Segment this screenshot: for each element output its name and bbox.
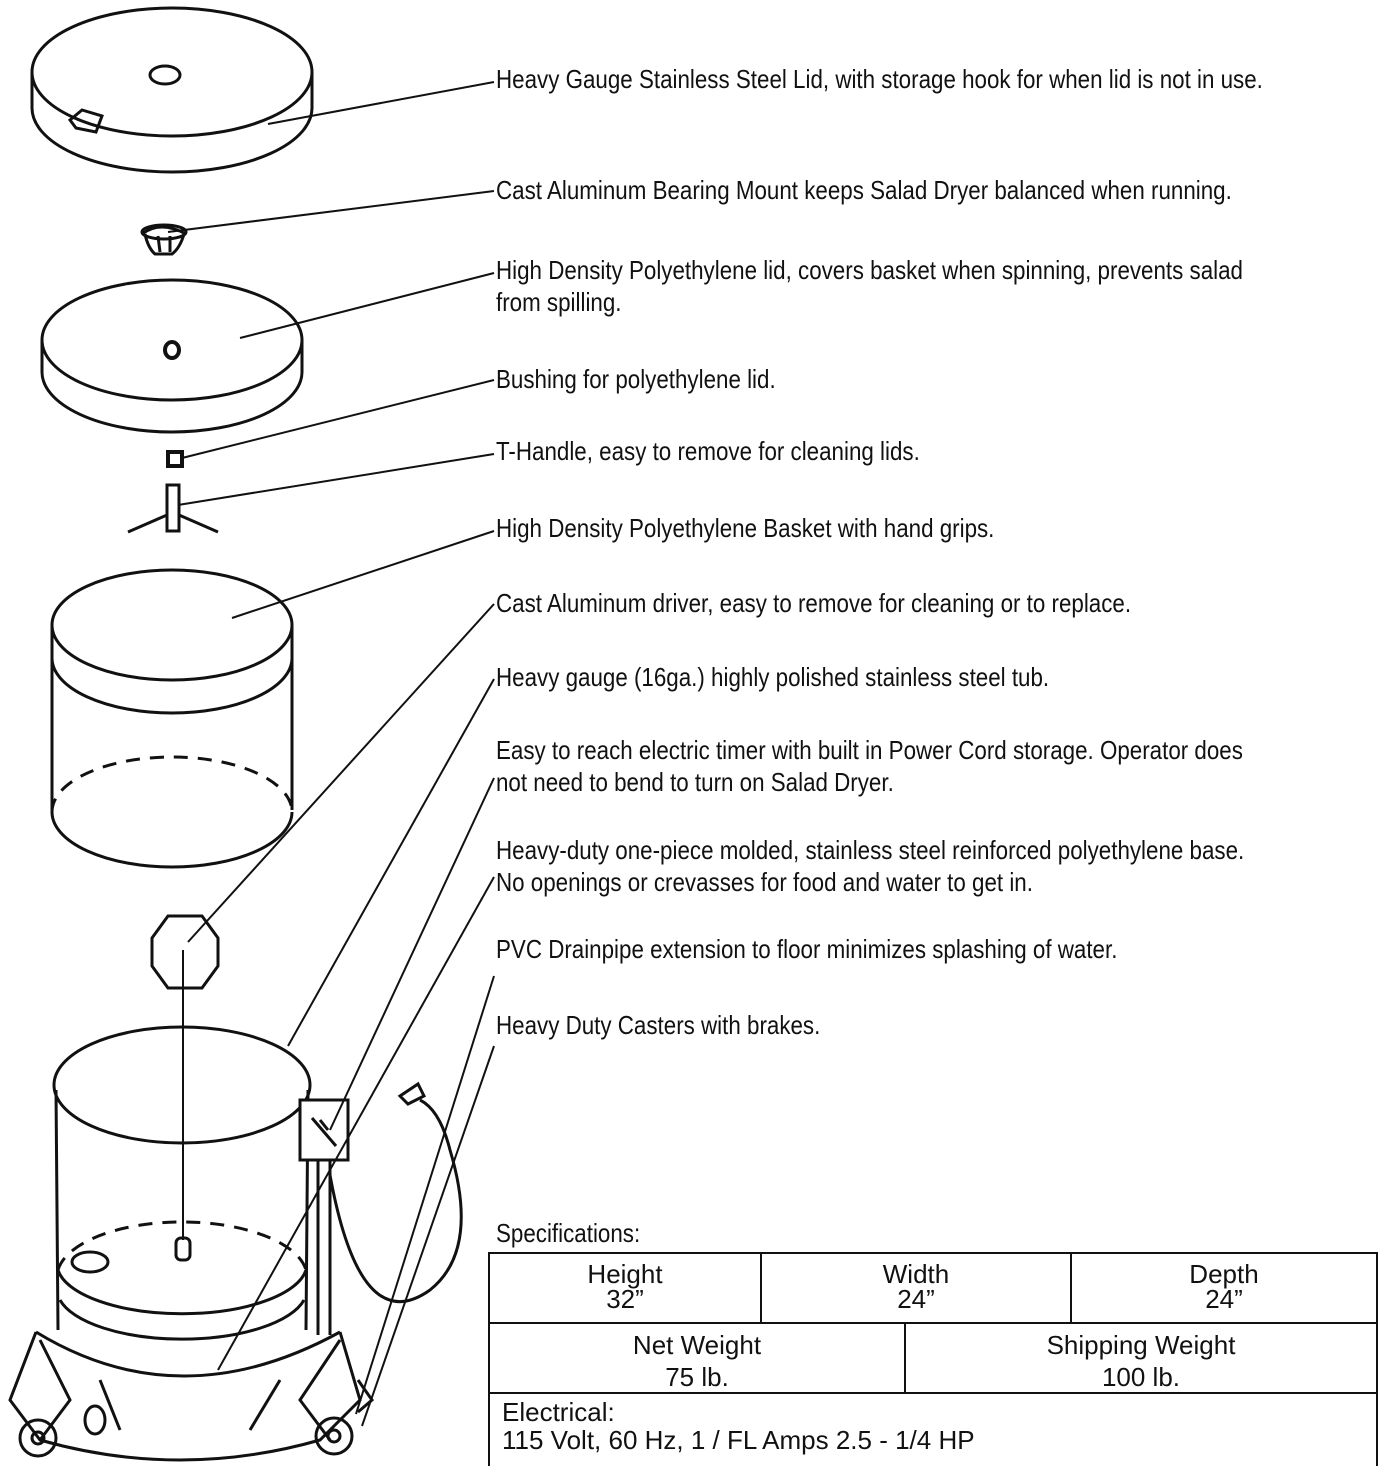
callout-tub: Heavy gauge (16ga.) highly polished stai… [496, 662, 1050, 692]
casters-part [18, 1379, 375, 1458]
bearing-mount-part [140, 223, 188, 256]
specifications-title: Specifications: [496, 1218, 641, 1248]
spec-shipping-weight-cell: Shipping Weight 100 lb. [904, 1324, 1376, 1392]
spec-net-weight-cell: Net Weight 75 lb. [490, 1324, 904, 1392]
spec-height-label: Height [587, 1259, 663, 1289]
driver-part [150, 914, 220, 990]
base-part [8, 1330, 362, 1462]
callout-driver: Cast Aluminum driver, easy to remove for… [496, 588, 1132, 618]
spec-dimensions-row: Height 32” Width 24” Depth 24” [490, 1254, 1376, 1324]
callout-base: Heavy-duty one-piece molded, stainless s… [496, 835, 1245, 897]
callout-basket: High Density Polyethylene Basket with ha… [496, 513, 995, 543]
callout-polyethylene-lid: High Density Polyethylene lid, covers ba… [496, 255, 1243, 317]
spec-height-value: 32” [606, 1284, 644, 1314]
stainless-lid-part [30, 6, 314, 174]
spec-depth-label: Depth [1189, 1259, 1259, 1289]
spec-electrical-label: Electrical: [502, 1397, 615, 1427]
spec-electrical-value: 115 Volt, 60 Hz, 1 / FL Amps 2.5 - 1/4 H… [502, 1425, 975, 1455]
spec-shipping-weight-label: Shipping Weight [1046, 1330, 1236, 1360]
spec-depth-cell: Depth 24” [1070, 1254, 1376, 1322]
spec-electrical-row: Electrical: 115 Volt, 60 Hz, 1 / FL Amps… [502, 1398, 975, 1454]
spec-width-label: Width [882, 1259, 950, 1289]
callout-t-handle: T-Handle, easy to remove for cleaning li… [496, 436, 920, 466]
spec-height-cell: Height 32” [490, 1254, 760, 1322]
callout-timer: Easy to reach electric timer with built … [496, 735, 1243, 797]
callout-casters: Heavy Duty Casters with brakes. [496, 1010, 821, 1040]
callout-drainpipe: PVC Drainpipe extension to floor minimiz… [496, 934, 1118, 964]
specifications-table: Height 32” Width 24” Depth 24” Net Weigh… [488, 1252, 1378, 1466]
callout-bearing-mount: Cast Aluminum Bearing Mount keeps Salad … [496, 175, 1232, 205]
callout-stainless-lid: Heavy Gauge Stainless Steel Lid, with st… [496, 64, 1263, 94]
basket-part [50, 568, 294, 869]
polyethylene-lid-part [40, 278, 304, 434]
spec-net-weight-value: 75 lb. [665, 1362, 729, 1392]
leader-lines [167, 81, 495, 1427]
spec-weight-row: Net Weight 75 lb. Shipping Weight 100 lb… [490, 1324, 1376, 1394]
bushing-part [166, 450, 184, 468]
spec-width-cell: Width 24” [760, 1254, 1070, 1322]
t-handle-part [127, 483, 219, 534]
tub-part [52, 950, 312, 1341]
spec-width-value: 24” [897, 1284, 935, 1314]
spec-depth-value: 24” [1205, 1284, 1243, 1314]
spec-shipping-weight-value: 100 lb. [1101, 1362, 1181, 1392]
callout-bushing: Bushing for polyethylene lid. [496, 364, 776, 394]
spec-net-weight-label: Net Weight [632, 1330, 762, 1360]
